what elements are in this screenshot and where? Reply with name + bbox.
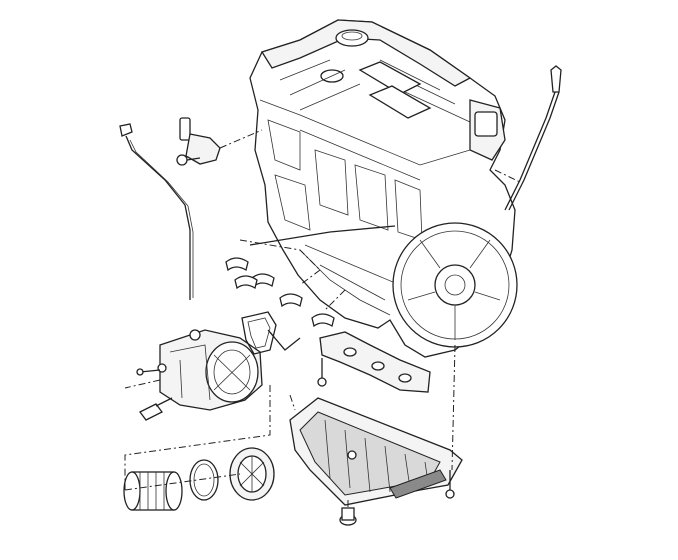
oil-filter-housing [157, 329, 263, 411]
o-ring [189, 459, 219, 501]
dipstick-left [119, 123, 194, 300]
dipstick-right [504, 65, 562, 211]
oil-pan [289, 397, 463, 506]
sensor [176, 117, 221, 166]
filter-cap [229, 447, 275, 501]
housing-gasket [241, 311, 277, 355]
drain-plug [339, 507, 357, 526]
filter-element [123, 471, 183, 511]
leader-lines [124, 269, 456, 510]
bolt [136, 368, 161, 376]
leader-line [494, 169, 521, 183]
bolt [445, 470, 455, 499]
bearing-shells [225, 257, 335, 328]
temp-sensor [139, 397, 173, 421]
bolt [317, 358, 327, 387]
baffle-plate [319, 331, 431, 393]
